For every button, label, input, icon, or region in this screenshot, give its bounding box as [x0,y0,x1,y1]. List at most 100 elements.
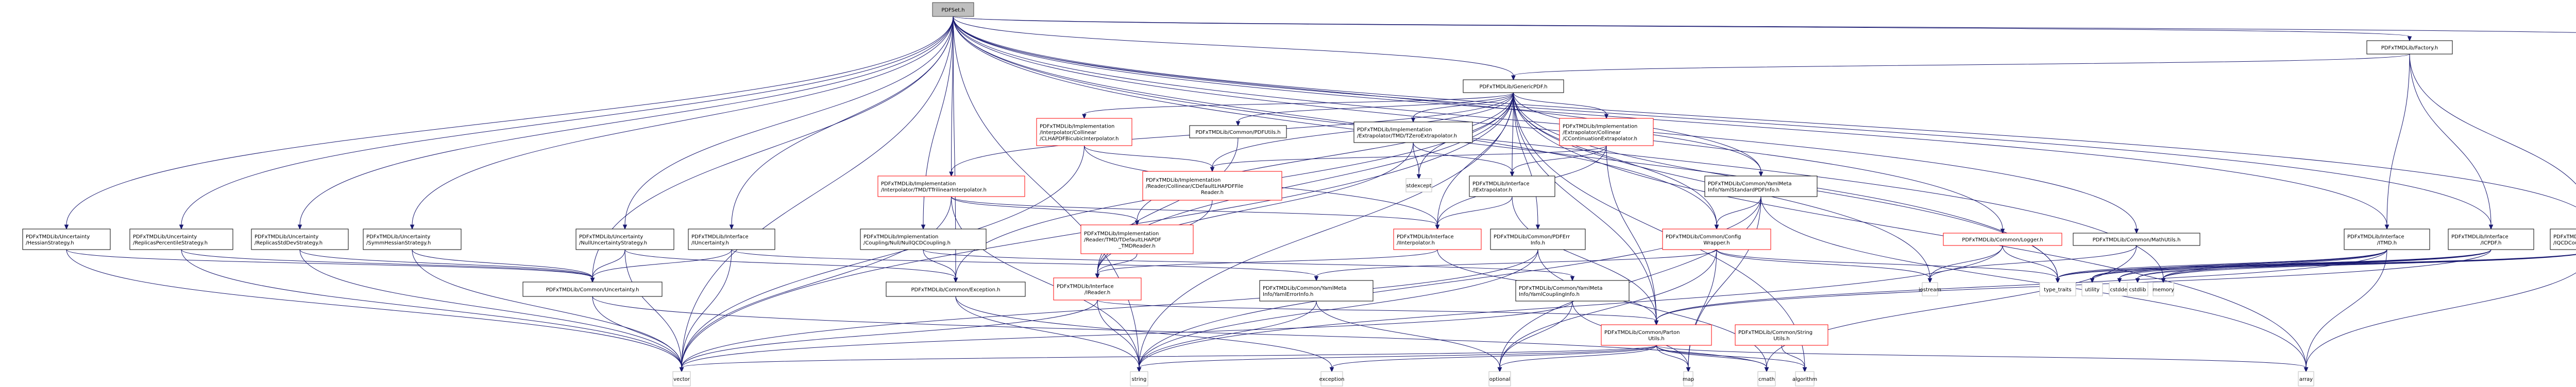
node-ireader[interactable]: PDFxTMDLib/Interface/IReader.h [1053,277,1142,301]
node-clhapdfbicubic[interactable]: PDFxTMDLib/Implementation/Interpolator/C… [1036,118,1132,146]
edge-line [1413,142,1419,175]
node-label: PDFxTMDLib/Implementation [881,181,956,187]
node-nulluncertainty[interactable]: PDFxTMDLib/Uncertainty/NullUncertaintySt… [575,228,674,250]
edge-line [1139,301,1317,368]
node-ccontinuation[interactable]: PDFxTMDLib/Implementation/Extrapolator/C… [1559,118,1654,146]
edge-line [1760,196,2307,368]
edge-line [1656,345,1689,368]
node-iuncertainty[interactable]: PDFxTMDLib/Interface/IUncertainty.h [688,228,775,250]
node-label: /ICPDF.h [2481,240,2502,246]
node-ttrilinear[interactable]: PDFxTMDLib/Implementation/Interpolator/T… [877,175,1025,197]
edge-pdfset-to-replicaspercentile [179,16,954,230]
edge-arrowhead [1210,167,1215,172]
node-symmhessian[interactable]: PDFxTMDLib/Uncertainty/SymmHessianStrate… [363,228,462,250]
edge-line [1437,196,1513,225]
edge-arrowhead [2384,224,2389,230]
node-label: memory [2153,287,2174,293]
edge-line [624,16,954,225]
edge-line [624,249,956,278]
node-yamlerrorinfo[interactable]: PDFxTMDLib/Common/YamlMetaInfo/YamlError… [1259,280,1374,302]
node-label: /Extrapolator/TMD/TZeroExtrapolator.h [1357,133,1457,139]
edge-line [299,16,954,225]
node-box [1490,228,1586,250]
edge-pdfutils-to-ireader [1095,137,1239,279]
edge-arrowhead [1416,174,1421,180]
node-iinterpolator[interactable]: PDFxTMDLib/Interface/IInterpolator.h [1393,228,1482,250]
node-iqcdcoupling[interactable]: PDFxTMDLib/Interface/IQCDCoupling.h [2550,228,2576,250]
node-label: PDFxTMDLib/Implementation [1563,124,1637,130]
node-itmd[interactable]: PDFxTMDLib/Interface/ITMD.h [2344,228,2430,250]
node-tdefaultreader[interactable]: PDFxTMDLib/Implementation/Reader/TMD/TDe… [1080,224,1194,254]
node-factory[interactable]: PDFxTMDLib/Factory.h [2366,40,2453,55]
edge-line [181,249,593,278]
node-icpdf[interactable]: PDFxTMDLib/Interface/ICPDF.h [2448,228,2534,250]
edge-line [953,16,1761,172]
node-box [1469,175,1555,197]
edge-arrowhead [1927,278,1933,284]
edge-iuncertainty-to-vector [679,249,732,373]
node-label: /IExtrapolator.h [1472,187,1512,193]
node-box [522,282,663,297]
node-label: /IInterpolator.h [1397,240,1435,246]
node-pdfutils[interactable]: PDFxTMDLib/Common/PDFUtils.h [1189,125,1287,138]
node-replicasstddev[interactable]: PDFxTMDLib/Uncertainty/ReplicasStdDevStr… [251,228,349,250]
node-label: cstddef [2110,287,2129,293]
node-yamlcouplinginfo[interactable]: PDFxTMDLib/Common/YamlMetaInfo/YamlCoupl… [1515,280,1630,302]
node-label: string [1132,377,1147,382]
edge-iqcdcoupling-to-type_traits [2055,254,2576,284]
edge-exception-to-string [955,296,1142,373]
edge-line [1097,253,1138,274]
edge-line [1513,54,2410,76]
edge-arrowhead [1435,224,1440,230]
edge-line [1097,300,1657,321]
edge-line [1513,92,1607,115]
node-label: /IUncertainty.h [691,240,729,246]
nodes-layer: PDFSet.hPDFxTMDLib/Factory.hmutexPDFxTMD… [22,2,2576,386]
edge-genericpdf-to-tzeroextrap [1411,92,1514,123]
node-box [886,282,1026,297]
edge-ireader-to-partonutils [1097,300,1659,326]
node-label: /Reader/Collinear/CDefaultLHAPDFFile [1146,184,1243,189]
node-uncertainty[interactable]: PDFxTMDLib/Common/Uncertainty.h [522,282,663,297]
node-nullqcdcoupling[interactable]: PDFxTMDLib/Implementation/Coupling/Null/… [860,228,987,250]
node-replicaspercentile[interactable]: PDFxTMDLib/Uncertainty/ReplicasPercentil… [129,228,233,250]
edges-layer [64,16,2576,373]
edge-line [181,16,954,225]
node-label: PDFxTMDLib/Interface [1057,284,1114,290]
node-cmath: cmath [1757,371,1776,386]
edge-stringutils-to-algorithm [1781,345,1807,373]
node-label: PDFxTMDLib/Common/MathUtils.h [2093,237,2181,243]
node-label: /Interpolator/TMD/TTrilinearInterpolator… [881,187,987,193]
node-box [1662,228,1771,250]
node-cdefaultreader[interactable]: PDFxTMDLib/Implementation/Reader/Colline… [1142,171,1282,201]
edge-configwrapper-to-optional [1497,249,1717,373]
node-mathutils[interactable]: PDFxTMDLib/Common/MathUtils.h [2073,233,2200,246]
edge-arrowhead [1137,367,1142,373]
node-logger[interactable]: PDFxTMDLib/Common/Logger.h [1943,233,2062,246]
node-exception[interactable]: PDFxTMDLib/Common/Exception.h [886,282,1026,297]
edge-line [1316,249,1717,277]
node-label: /ReplicasStdDevStrategy.h [255,240,323,246]
edge-arrowhead [2135,278,2140,284]
edge-clhapdfbicubic-to-cdefaultreader [1084,145,1215,172]
edge-line [1097,249,1438,274]
edge-partonutils-to-exception_std [1329,345,1657,373]
node-genericpdf[interactable]: PDFxTMDLib/GenericPDF.h [1463,79,1564,93]
node-box [932,2,974,17]
node-iextrapolator[interactable]: PDFxTMDLib/Interface/IExtrapolator.h [1469,175,1555,197]
edge-line [955,296,1332,368]
node-label: PDFxTMDLib/Common/PDFUtils.h [1195,130,1280,135]
node-yamlstandard[interactable]: PDFxTMDLib/Common/YamlMetaInfo/YamlStand… [1704,175,1818,197]
node-tzeroextrap[interactable]: PDFxTMDLib/Implementation/Extrapolator/T… [1353,121,1473,143]
edge-line [681,301,1573,368]
node-hessian[interactable]: PDFxTMDLib/Uncertainty/HessianStrategy.h [22,228,111,250]
node-cstddef: cstddef [2109,282,2130,296]
node-label: /ReplicasPercentileStrategy.h [133,240,208,246]
edge-arrowhead [622,224,628,230]
edge-line [2057,249,2492,279]
node-box [672,371,691,386]
